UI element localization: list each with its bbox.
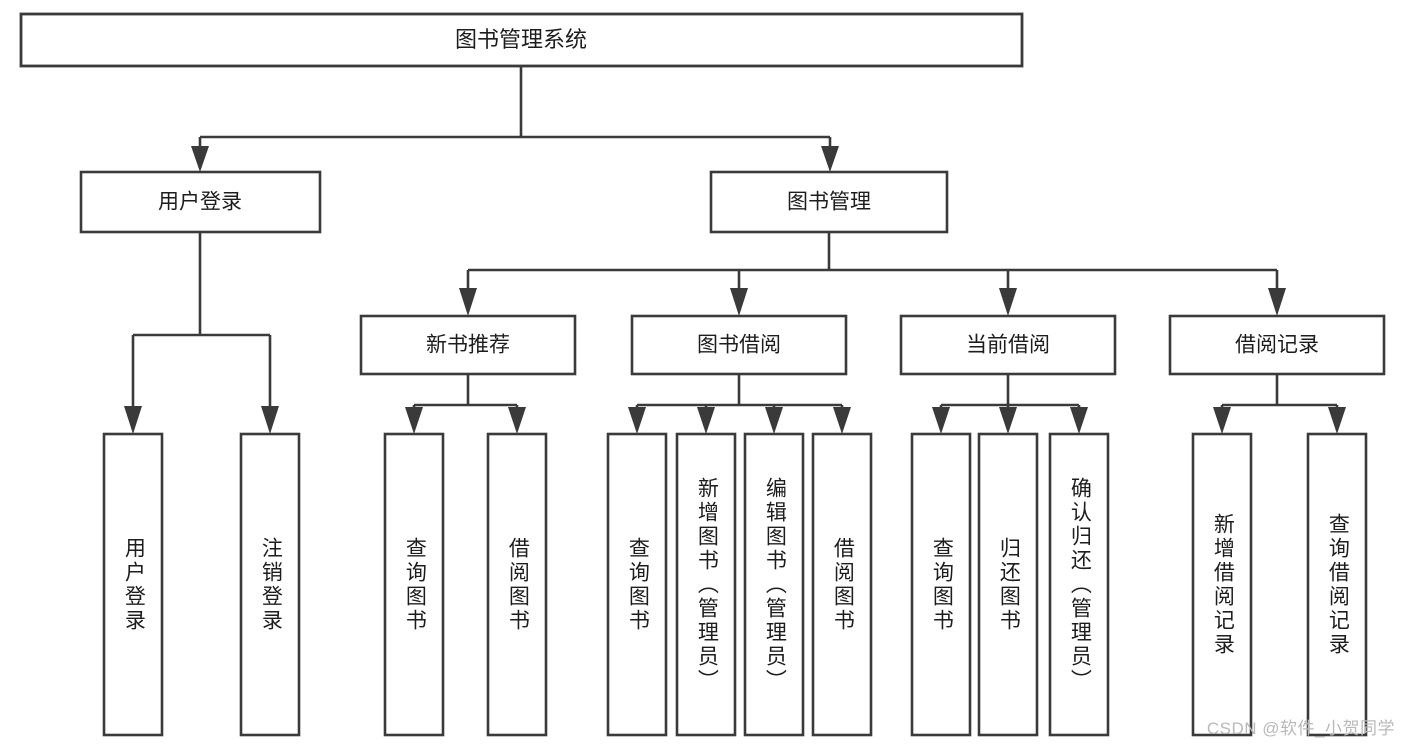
arrow-head-icon — [261, 406, 279, 434]
node-new-book-recommend[interactable]: 新书推荐 — [359, 314, 577, 376]
connector-current-borrow-to-leaves — [932, 374, 1088, 434]
leaf-box-query-borrow-record[interactable] — [1306, 432, 1368, 737]
node-root-label: 图书管理系统 — [455, 27, 587, 52]
node-current-borrow-label: 当前借阅 — [966, 334, 1050, 357]
connector-root-to-level2 — [191, 66, 839, 172]
arrow-head-icon — [1070, 407, 1088, 434]
node-current-borrow-box[interactable] — [899, 314, 1117, 376]
node-book-management-label: 图书管理 — [787, 191, 871, 214]
watermark: CSDN @软件_小贺同学 — [1206, 719, 1395, 738]
connector-book-management-to-level3 — [459, 232, 1286, 316]
leaf-box-return-book[interactable] — [977, 432, 1039, 737]
arrow-head-icon — [765, 407, 783, 434]
node-book-borrow[interactable]: 图书借阅 — [630, 314, 848, 376]
arrow-head-icon — [1213, 407, 1231, 434]
arrow-head-icon — [508, 407, 526, 434]
arrow-head-icon — [1268, 288, 1286, 316]
node-current-borrow[interactable]: 当前借阅 — [899, 314, 1117, 376]
node-user-login-box[interactable] — [79, 170, 322, 234]
arrow-head-icon — [405, 407, 423, 434]
leaf-box-query-book-current[interactable] — [910, 432, 972, 737]
leaf-box-add-book-admin[interactable] — [675, 432, 737, 737]
node-root[interactable]: 图书管理系统 — [19, 12, 1024, 68]
connector-user-login-to-leaves — [124, 232, 279, 434]
node-root-box[interactable] — [19, 12, 1024, 68]
node-borrow-record[interactable]: 借阅记录 — [1168, 314, 1386, 376]
arrow-head-icon — [999, 407, 1017, 434]
connector-borrow-record-to-leaves — [1213, 374, 1346, 434]
arrow-head-icon — [191, 146, 209, 172]
node-user-login-label: 用户登录 — [158, 191, 242, 214]
connector-new-book-recommend-to-leaves — [405, 374, 526, 434]
arrow-head-icon — [124, 406, 142, 434]
node-new-book-recommend-label: 新书推荐 — [426, 334, 510, 357]
arrow-head-icon — [628, 407, 646, 434]
leaf-box-confirm-return-admin[interactable] — [1048, 432, 1110, 737]
arrow-head-icon — [821, 146, 839, 172]
arrow-head-icon — [932, 407, 950, 434]
node-borrow-record-label: 借阅记录 — [1235, 334, 1319, 357]
arrow-head-icon — [730, 288, 748, 316]
node-new-book-recommend-box[interactable] — [359, 314, 577, 376]
leaf-box-add-borrow-record[interactable] — [1191, 432, 1253, 737]
leaf-box-query-book-recommend[interactable] — [383, 432, 445, 737]
leaf-box-borrow-book-recommend[interactable] — [486, 432, 548, 737]
arrow-head-icon — [697, 407, 715, 434]
connector-book-borrow-to-leaves — [628, 374, 851, 434]
leaf-box-borrow-book[interactable] — [811, 432, 873, 737]
arrow-head-icon — [459, 288, 477, 316]
leaf-box-user-login[interactable] — [102, 432, 164, 737]
node-book-management[interactable]: 图书管理 — [709, 170, 949, 234]
node-book-borrow-label: 图书借阅 — [697, 334, 781, 357]
leaf-box-logout[interactable] — [239, 432, 301, 737]
node-user-login[interactable]: 用户登录 — [79, 170, 322, 234]
arrow-head-icon — [999, 288, 1017, 316]
leaf-box-query-book-borrow[interactable] — [606, 432, 668, 737]
leaf-box-edit-book-admin[interactable] — [743, 432, 805, 737]
arrow-head-icon — [833, 407, 851, 434]
arrow-head-icon — [1328, 407, 1346, 434]
